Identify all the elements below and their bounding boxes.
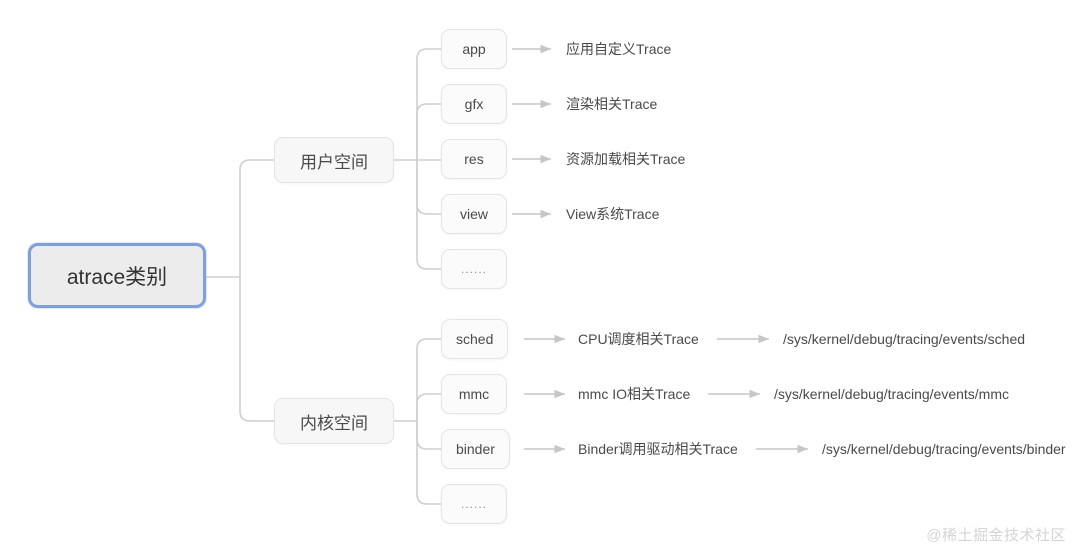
node-desc-view[interactable]: View系统Trace [566,206,660,222]
child-node-kernel-space-sched[interactable]: sched [441,319,509,359]
node-desc-mmc[interactable]: mmc IO相关Trace [578,386,691,402]
node-path-sched[interactable]: /sys/kernel/debug/tracing/events/sched [783,331,1026,347]
node-desc-gfx[interactable]: 渲染相关Trace [566,96,658,112]
child-node-user-space-view[interactable]: view [441,194,507,234]
branch-node-kernel-space[interactable]: 内核空间 [274,398,394,444]
watermark: @稀土掘金技术社区 [926,527,1066,544]
root-node-atrace-category[interactable]: atrace类别 [28,243,206,308]
node-desc-app[interactable]: 应用自定义Trace [566,41,672,57]
node-desc-sched[interactable]: CPU调度相关Trace [578,331,699,347]
child-node-user-space-app[interactable]: app [441,29,507,69]
node-path-binder[interactable]: /sys/kernel/debug/tracing/events/binder [822,441,1066,457]
child-node-user-space-res[interactable]: res [441,139,507,179]
branch-node-user-space[interactable]: 用户空间 [274,137,394,183]
node-desc-binder[interactable]: Binder调用驱动相关Trace [578,441,738,457]
child-node-kernel-space-binder[interactable]: binder [441,429,510,469]
child-node-user-space-gfx[interactable]: gfx [441,84,507,124]
child-node-kernel-space-more[interactable]: ...... [441,484,507,524]
child-node-user-space-more[interactable]: ...... [441,249,507,289]
node-path-mmc[interactable]: /sys/kernel/debug/tracing/events/mmc [774,386,1009,402]
node-desc-res[interactable]: 资源加载相关Trace [566,151,686,167]
child-node-kernel-space-mmc[interactable]: mmc [441,374,507,414]
